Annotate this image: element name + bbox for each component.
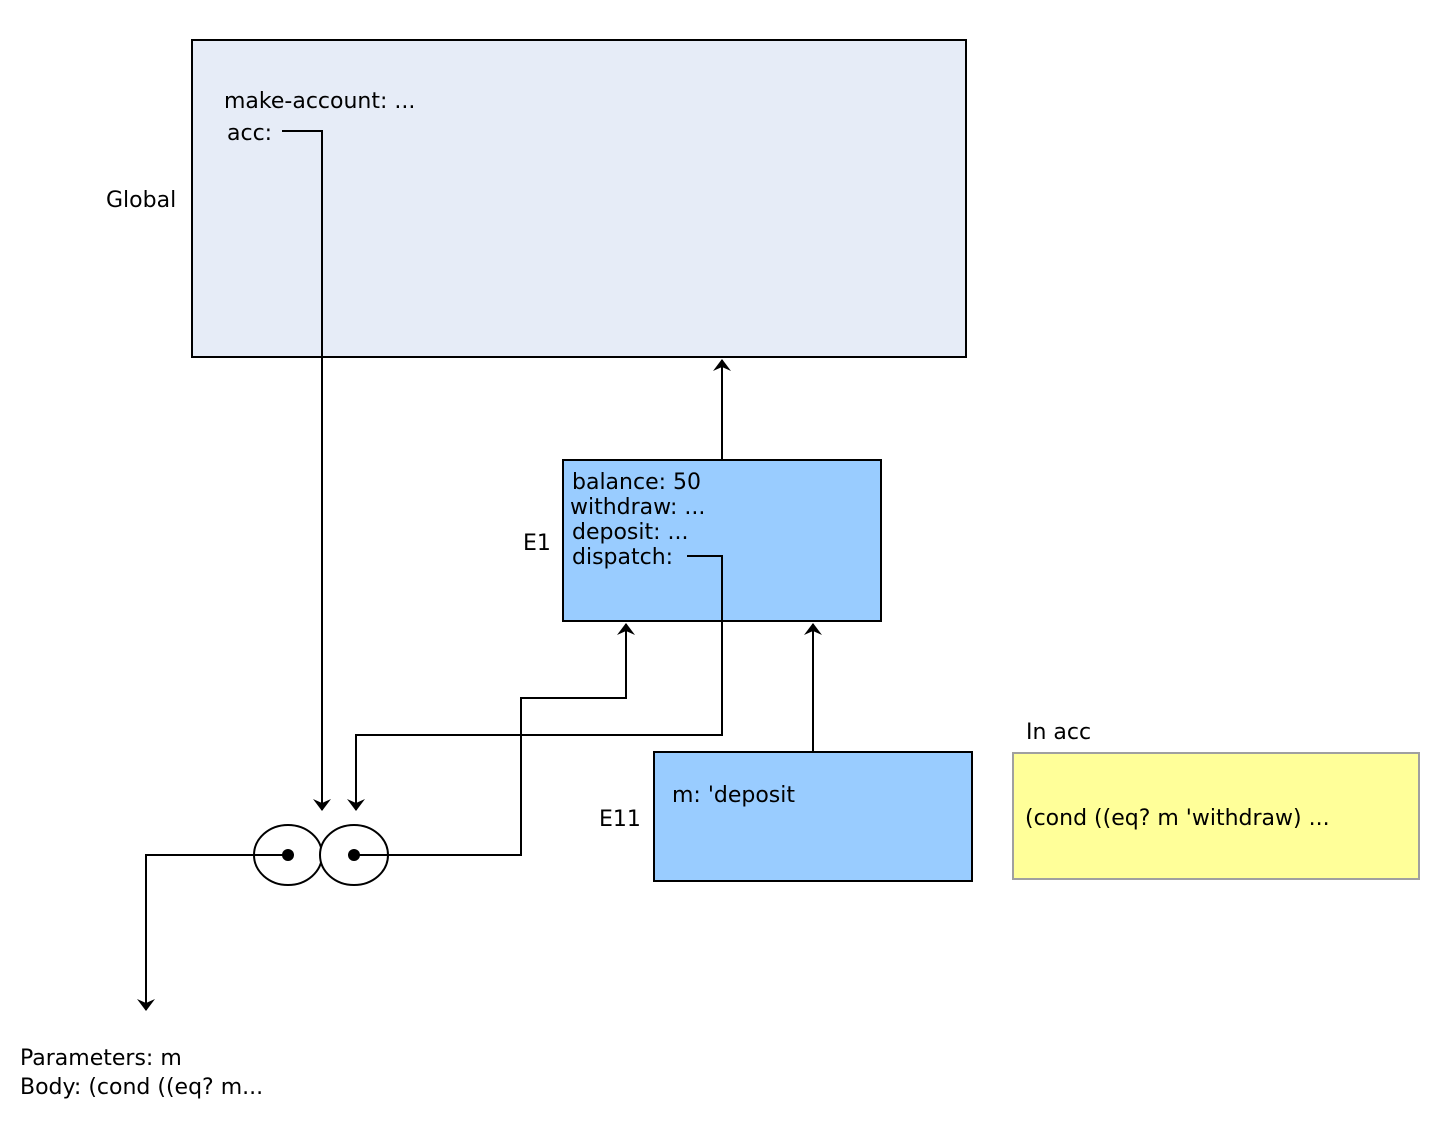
binding-m: m: 'deposit	[672, 783, 795, 808]
e11-frame-label: E11	[599, 807, 641, 832]
binding-acc: acc:	[227, 121, 272, 146]
binding-deposit: deposit: ...	[572, 520, 689, 545]
arrow-procedure-code-to-body	[137, 854, 288, 1011]
procedure-parameters: Parameters: m	[20, 1046, 182, 1071]
binding-withdraw: withdraw: ...	[570, 495, 705, 520]
code-box-text: (cond ((eq? m 'withdraw) ...	[1025, 806, 1330, 831]
global-frame-label: Global	[106, 188, 176, 213]
binding-balance: balance: 50	[572, 470, 701, 495]
binding-dispatch: dispatch:	[572, 545, 673, 570]
arrow-acc-to-procedure	[282, 130, 331, 811]
code-box-label: In acc	[1026, 720, 1091, 745]
e1-frame-label: E1	[523, 531, 551, 556]
code-box	[1012, 752, 1420, 880]
arrow-dispatch-to-procedure	[347, 555, 723, 811]
global-frame	[191, 39, 967, 358]
binding-make-account: make-account: ...	[224, 89, 415, 114]
arrow-procedure-env-to-e1	[354, 623, 635, 856]
procedure-body: Body: (cond ((eq? m...	[20, 1075, 263, 1100]
e11-frame	[653, 751, 973, 882]
